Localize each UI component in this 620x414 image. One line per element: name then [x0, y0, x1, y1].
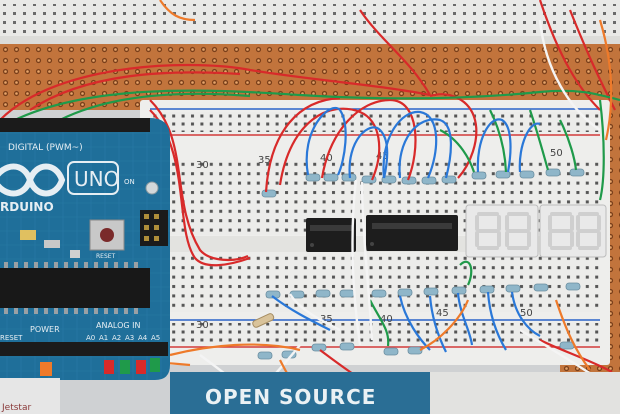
analog-in-label: ANALOG IN [96, 321, 141, 330]
seven-segment-display-1 [465, 204, 539, 258]
ic-chip-right [366, 215, 458, 251]
arduino-infinity-logo [0, 163, 66, 197]
col-num-top-50: 50 [550, 148, 563, 159]
jumper-connectors [40, 358, 160, 376]
pin-a4: A4 [138, 334, 148, 342]
banner-text: OPEN SOURCE [205, 385, 376, 409]
seven-segment-display-2 [539, 204, 607, 258]
col-num-top-35: 35 [258, 155, 271, 166]
wires-blue [271, 107, 541, 353]
mounting-hole [145, 181, 159, 195]
perfboard [0, 44, 620, 110]
pin-a2: A2 [112, 334, 121, 342]
reset-button-cap [100, 228, 114, 242]
digital-pwm-label: DIGITAL (PWM~) [8, 143, 83, 153]
ic-chip-left [306, 218, 356, 252]
pin-a0: A0 [86, 334, 95, 342]
atmega-chip [0, 268, 150, 308]
wires-green [0, 89, 620, 347]
on-led-label: ON [124, 178, 135, 186]
power-label: POWER [30, 325, 60, 334]
resistor-row-bottom [252, 282, 581, 360]
col-num-top-30: 30 [196, 160, 209, 171]
pin-a5: A5 [151, 334, 160, 342]
arduino-uno-board: DIGITAL (PWM~) RDUINO UNO ON RESET [0, 118, 170, 380]
open-source-banner: OPEN SOURCE [170, 372, 430, 414]
reset-label: RESET [96, 253, 116, 260]
analog-pin-labels: A0 A1 A2 A3 A4 A5 [86, 334, 160, 342]
col-num-bot-45: 45 [436, 308, 449, 319]
col-num-top-45: 45 [376, 151, 389, 162]
corner-label: Jetstar [1, 403, 31, 413]
uno-label: UNO [74, 167, 119, 191]
board-maker-label: RDUINO [0, 200, 54, 214]
pin-a1: A1 [99, 334, 108, 342]
col-num-bot-30: 30 [196, 320, 209, 331]
col-num-bot-35: 35 [320, 314, 333, 325]
reset-side-label: RESET [0, 334, 23, 342]
wires-red [0, 0, 616, 391]
col-num-bot-50: 50 [520, 308, 533, 319]
uno-badge [67, 161, 119, 195]
pin-a3: A3 [125, 334, 134, 342]
col-num-bot-40: 40 [380, 314, 393, 325]
